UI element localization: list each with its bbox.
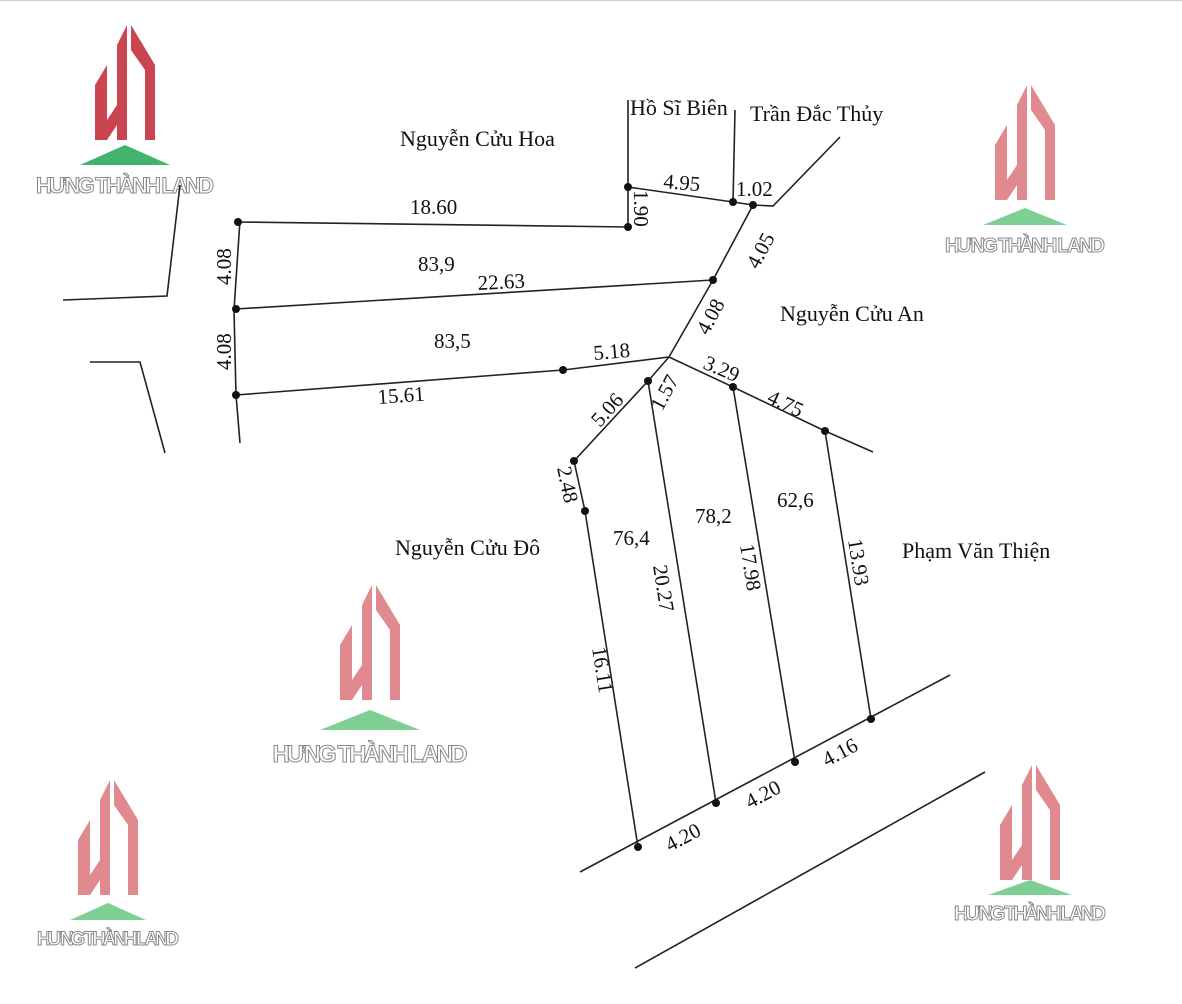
dim-label: 17.98 xyxy=(735,542,766,592)
logo-bottom-right: HƯNG THÀNH LAND xyxy=(954,765,1107,926)
dim-label: 15.61 xyxy=(377,382,426,409)
dim-label: 18.60 xyxy=(410,195,457,219)
dim-label: 1.90 xyxy=(629,190,653,227)
logo-top-right: HƯNG THÀNH LAND xyxy=(945,85,1106,258)
svg-text:HƯNG THÀNH LAND: HƯNG THÀNH LAND xyxy=(36,173,214,198)
area-plot-3: 76,4 xyxy=(613,526,650,550)
area-plot-1: 83,9 xyxy=(418,252,455,276)
dim-label: 4.05 xyxy=(741,229,779,273)
dim-label: 3.29 xyxy=(700,351,743,387)
dim-label: 4.20 xyxy=(661,818,705,856)
area-plot-2: 83,5 xyxy=(434,329,471,353)
svg-text:HƯNG THÀNH LAND: HƯNG THÀNH LAND xyxy=(945,234,1105,257)
neighbor-tran-dac-thuy: Trần Đắc Thủy xyxy=(750,101,883,126)
dim-label: 4.20 xyxy=(741,775,785,813)
neighbor-nguyen-cuu-do: Nguyễn Cửu Đô xyxy=(395,535,540,560)
dim-label: 5.18 xyxy=(592,338,631,365)
dim-label: 5.06 xyxy=(586,388,628,431)
logo-top-left: HƯNG THÀNH LAND xyxy=(36,25,215,199)
svg-text:HƯNG THÀNH LAND: HƯNG THÀNH LAND xyxy=(273,740,468,768)
boundary-lines xyxy=(62,100,986,969)
neighbor-nguyen-cuu-hoa: Nguyễn Cửu Hoa xyxy=(400,126,555,151)
svg-text:HƯNG THÀNH LAND: HƯNG THÀNH LAND xyxy=(954,902,1106,925)
dim-label: 13.93 xyxy=(843,537,874,587)
neighbor-pham-van-thien: Phạm Văn Thiện xyxy=(902,538,1050,563)
survey-points xyxy=(232,183,875,851)
dim-label: 22.63 xyxy=(477,269,525,295)
svg-text:HƯNG THÀNH LAND: HƯNG THÀNH LAND xyxy=(37,928,179,950)
top-border xyxy=(0,0,1182,1)
area-plot-4: 78,2 xyxy=(695,504,732,528)
dim-label: 4.16 xyxy=(818,733,862,771)
neighbor-ho-si-bien: Hồ Sĩ Biên xyxy=(630,95,728,120)
dim-label: 4.95 xyxy=(663,169,702,196)
dim-label: 20.27 xyxy=(648,563,679,613)
area-plot-5: 62,6 xyxy=(777,488,814,512)
dim-label: 4.75 xyxy=(764,385,807,422)
neighbor-nguyen-cuu-an: Nguyễn Cửu An xyxy=(780,301,924,326)
dim-label: 4.08 xyxy=(691,295,729,339)
dim-label: 4.08 xyxy=(212,248,236,285)
dim-label: 2.48 xyxy=(552,464,583,505)
dim-label: 1.02 xyxy=(736,177,773,201)
logo-center: HƯNG THÀNH LAND xyxy=(272,585,468,769)
dim-label: 4.08 xyxy=(212,333,236,370)
logo-bottom-left: HƯNG THÀNH LAND xyxy=(37,780,180,951)
dim-label: 16.11 xyxy=(587,645,618,695)
